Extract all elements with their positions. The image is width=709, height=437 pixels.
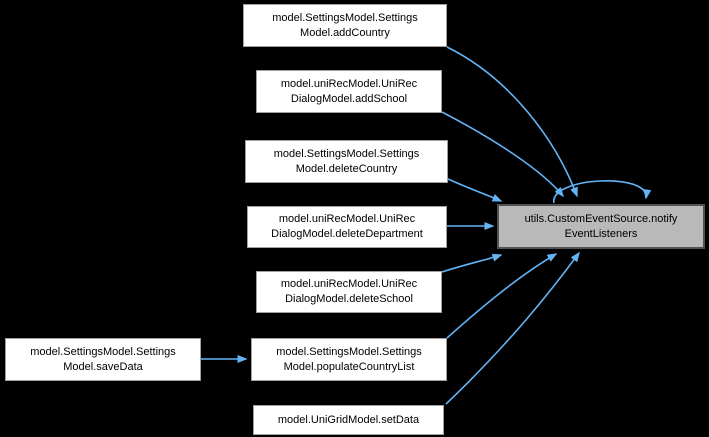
node-delete-department[interactable]: model.uniRecModel.UniRec DialogModel.del… [247,206,447,248]
node-delete-school[interactable]: model.uniRecModel.UniRec DialogModel.del… [256,271,442,313]
node-label-line: Model.deleteCountry [295,162,398,175]
edge-setdata-to-notify [445,251,580,405]
node-label-line: DialogModel.addSchool [290,92,408,105]
node-label-line: Model.populateCountryList [283,360,415,373]
node-label-line: model.SettingsModel.Settings [273,147,420,160]
node-add-country[interactable]: model.SettingsModel.Settings Model.addCo… [243,4,447,47]
edge-populatecountrylist-to-notify [446,253,558,339]
node-set-data[interactable]: model.UniGridModel.setData [253,405,444,435]
node-delete-country[interactable]: model.SettingsModel.Settings Model.delet… [245,140,448,183]
edge-addschool-to-notify [441,111,564,198]
node-label-line: model.uniRecModel.UniRec [280,77,418,90]
node-label-line: model.SettingsModel.Settings [272,11,418,24]
edge-addcountry-to-notify [446,46,578,198]
node-label-line: Model.addCountry [300,26,390,39]
node-label-line: Model.saveData [63,360,143,373]
node-notify-event-listeners: utils.CustomEventSource.notify EventList… [497,204,705,249]
node-label-line: model.uniRecModel.UniRec [280,278,418,290]
node-label-line: utils.CustomEventSource.notify [524,212,678,225]
node-label-line: model.SettingsModel.Settings [30,345,176,358]
node-label-line: model.UniGridModel.setData [277,413,420,426]
edge-notify-self-loop [553,180,652,204]
edge-deleteschool-to-notify [441,253,503,273]
node-label-line: model.uniRecModel.UniRec [278,213,416,225]
node-label-line: DialogModel.deleteDepartment [271,228,423,240]
edge-deletecountry-to-notify [447,178,503,202]
node-save-data[interactable]: model.SettingsModel.Settings Model.saveD… [5,338,201,381]
node-label-line: EventListeners [564,227,638,240]
node-populate-country-list[interactable]: model.SettingsModel.Settings Model.popul… [251,338,447,381]
node-label-line: DialogModel.deleteSchool [285,293,413,305]
node-add-school[interactable]: model.uniRecModel.UniRec DialogModel.add… [256,70,442,113]
node-label-line: model.SettingsModel.Settings [276,345,422,358]
